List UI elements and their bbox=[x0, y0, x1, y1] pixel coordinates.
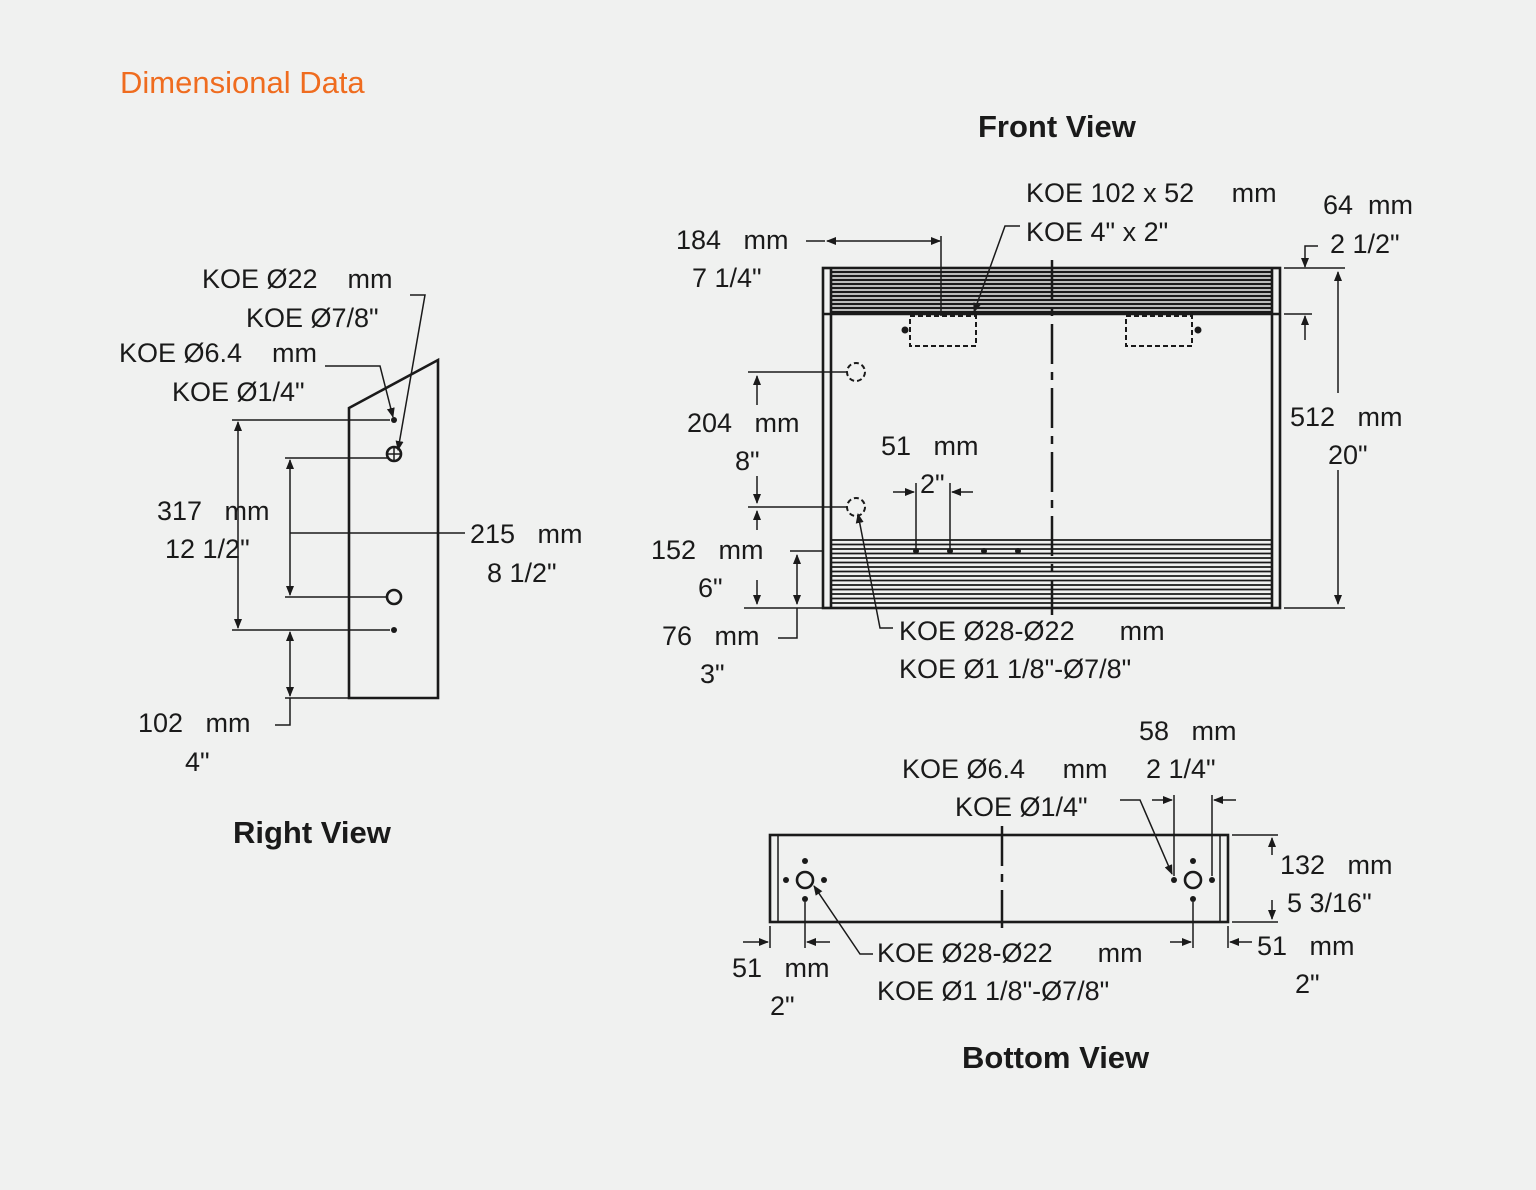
label-152-in: 6" bbox=[698, 573, 723, 603]
label-koe64-mm: KOE Ø6.4 mm bbox=[119, 338, 317, 368]
label-102-in: 4" bbox=[185, 747, 210, 777]
right-view-outline bbox=[347, 357, 440, 700]
label-koe102-in: KOE 4" x 2" bbox=[1026, 217, 1168, 247]
label-317-mm: 317 mm bbox=[157, 496, 270, 526]
label-koe64-in: KOE Ø1/4" bbox=[172, 377, 305, 407]
front-view-title: Front View bbox=[978, 109, 1137, 144]
right-view: KOE Ø22 mm KOE Ø7/8" KOE Ø6.4 mm KOE Ø1/… bbox=[119, 264, 583, 850]
label-64-mm: 64 mm bbox=[1323, 190, 1413, 220]
label-204-mm: 204 mm bbox=[687, 408, 800, 438]
label-184-in: 7 1/4" bbox=[692, 263, 762, 293]
label-51-left-mm: 51 mm bbox=[732, 953, 830, 983]
label-koe28-in: KOE Ø1 1/8"-Ø7/8" bbox=[899, 654, 1131, 684]
label-152-mm: 152 mm bbox=[651, 535, 764, 565]
label-51-left-in: 2" bbox=[770, 991, 795, 1021]
label-koe28-mm: KOE Ø28-Ø22 mm bbox=[899, 616, 1165, 646]
label-512-in: 20" bbox=[1328, 440, 1368, 470]
label-51-in: 2" bbox=[920, 469, 945, 499]
label-512-mm: 512 mm bbox=[1290, 402, 1403, 432]
label-204-in: 8" bbox=[735, 446, 760, 476]
hole-6-4-lower bbox=[391, 627, 397, 633]
label-58-mm: 58 mm bbox=[1139, 716, 1237, 746]
label-koe22-mm: KOE Ø22 mm bbox=[202, 264, 393, 294]
label-koe102-mm: KOE 102 x 52 mm bbox=[1026, 178, 1277, 208]
label-64-in: 2 1/2" bbox=[1330, 229, 1400, 259]
label-76-in: 3" bbox=[700, 659, 725, 689]
hole-6-4 bbox=[391, 417, 397, 423]
bottom-view-outline bbox=[768, 833, 1230, 924]
label-koe22-in: KOE Ø7/8" bbox=[246, 303, 379, 333]
label-76-mm: 76 mm bbox=[662, 621, 760, 651]
label-215-in: 8 1/2" bbox=[487, 558, 557, 588]
page-title: Dimensional Data bbox=[120, 65, 365, 100]
knockout-102x52-left bbox=[909, 315, 977, 347]
label-bottom-koe64-mm: KOE Ø6.4 mm bbox=[902, 754, 1108, 784]
hole-22-lower bbox=[385, 588, 403, 606]
bottom-view-title: Bottom View bbox=[962, 1040, 1150, 1075]
label-51-right-mm: 51 mm bbox=[1257, 931, 1355, 961]
knockout-28-upper bbox=[846, 362, 866, 382]
knockout-102x52-right bbox=[1125, 315, 1193, 347]
label-bottom-koe28-mm: KOE Ø28-Ø22 mm bbox=[877, 938, 1143, 968]
knockout-28-lower bbox=[846, 497, 866, 517]
label-132-mm: 132 mm bbox=[1280, 850, 1393, 880]
bottom-view: 58 mm 2 1/4" KOE Ø6.4 mm KOE Ø1/4" 132 m… bbox=[732, 716, 1393, 1075]
label-51-mm: 51 mm bbox=[881, 431, 979, 461]
right-view-title: Right View bbox=[233, 815, 392, 850]
bottom-hole-left bbox=[795, 870, 815, 890]
label-184-mm: 184 mm bbox=[676, 225, 789, 255]
label-bottom-koe28-in: KOE Ø1 1/8"-Ø7/8" bbox=[877, 976, 1109, 1006]
label-51-right-in: 2" bbox=[1295, 969, 1320, 999]
bottom-hole-right bbox=[1183, 870, 1203, 890]
front-view: Front View KOE 102 x 52 mm KOE 4" x 2" 6… bbox=[651, 109, 1413, 689]
label-132-in: 5 3/16" bbox=[1287, 888, 1372, 918]
label-215-mm: 215 mm bbox=[470, 519, 583, 549]
label-58-in: 2 1/4" bbox=[1146, 754, 1216, 784]
label-317-in: 12 1/2" bbox=[165, 534, 250, 564]
label-bottom-koe64-in: KOE Ø1/4" bbox=[955, 792, 1088, 822]
label-102-mm: 102 mm bbox=[138, 708, 251, 738]
